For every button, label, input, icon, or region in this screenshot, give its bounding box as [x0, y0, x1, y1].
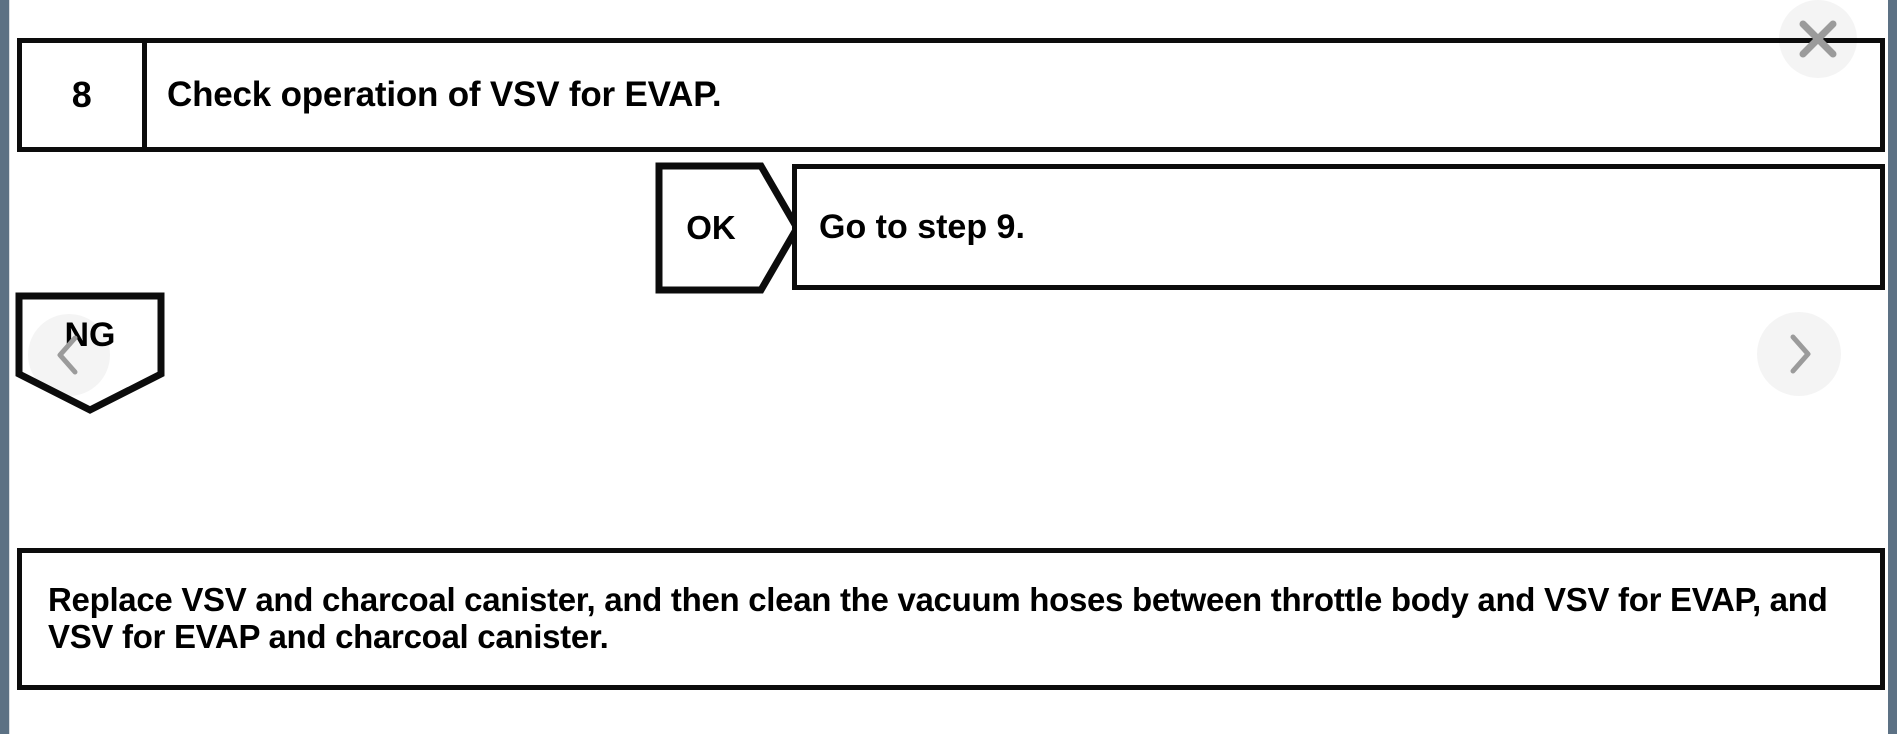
flowchart-sheet: 8 Check operation of VSV for EVAP. OK Go… — [10, 0, 1888, 734]
ok-label: OK — [686, 209, 736, 246]
ok-branch-arrow: OK — [655, 162, 801, 294]
next-page-button[interactable] — [1757, 312, 1841, 396]
goto-step-text: Go to step 9. — [819, 207, 1025, 246]
step-description: Check operation of VSV for EVAP. — [167, 75, 722, 114]
action-box: Replace VSV and charcoal canister, and t… — [17, 548, 1885, 690]
step-number: 8 — [71, 74, 93, 115]
step-description-cell: Check operation of VSV for EVAP. — [147, 43, 1880, 147]
goto-step-box: Go to step 9. — [792, 164, 1885, 290]
ng-pentagon-shape — [15, 292, 165, 414]
step-number-cell: 8 — [22, 43, 147, 147]
close-button[interactable] — [1779, 0, 1857, 78]
chevron-left-icon — [57, 335, 78, 375]
ng-branch-shape: NG — [15, 292, 165, 414]
chevron-right-icon — [1790, 334, 1811, 374]
page-edge-left — [0, 0, 10, 734]
action-text: Replace VSV and charcoal canister, and t… — [48, 581, 1828, 655]
page-edge-right — [1887, 0, 1897, 734]
close-icon — [1799, 20, 1837, 58]
step-row: 8 Check operation of VSV for EVAP. — [17, 38, 1885, 152]
ng-label: NG — [64, 315, 116, 354]
ok-arrow-shape — [655, 162, 801, 294]
previous-page-button[interactable] — [28, 314, 110, 396]
